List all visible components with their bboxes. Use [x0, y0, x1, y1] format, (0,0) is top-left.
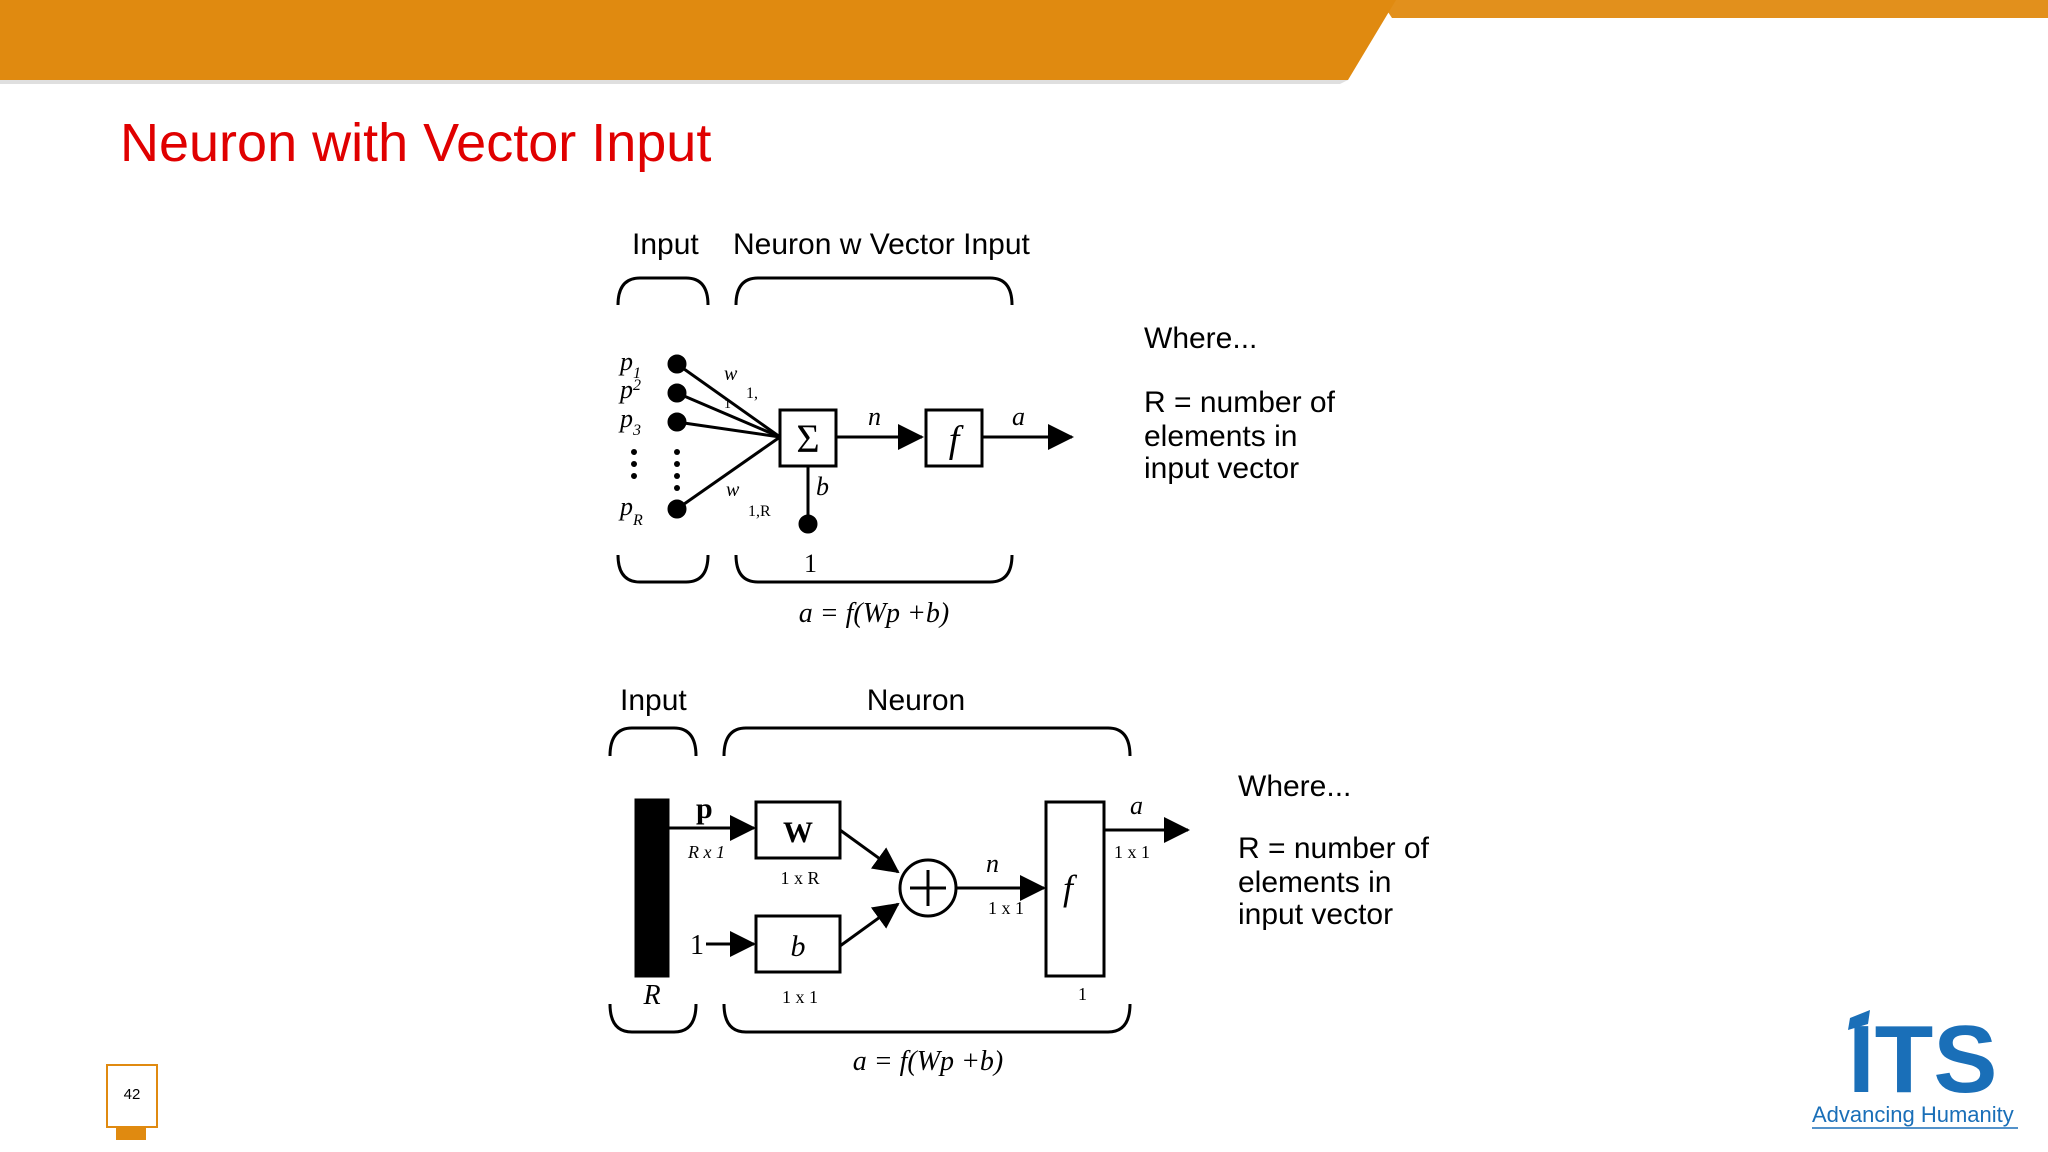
d2-input-size-R: R: [642, 980, 660, 1011]
d1-bias-1: 1: [804, 549, 817, 578]
d2-net-dim: 1 x 1: [988, 898, 1024, 918]
diagram-2-labels: p R x 1 W 1 x R b 1 x 1 1 n 1 x 1 f 1 a …: [642, 770, 1429, 1077]
d1-brace-neuron-top: [734, 276, 1014, 306]
d1-output-a: a: [1012, 402, 1025, 431]
d1-net-n: n: [868, 402, 881, 431]
logo-brand: ITS: [1848, 1006, 1997, 1113]
d1-transfer-f: f: [949, 419, 964, 461]
d2-input-p: p: [696, 792, 713, 825]
d1-weight-top-sub: 1,: [746, 385, 758, 402]
diagram-1-labels: p1 p2 p3 pR w 1, 1 w 1,R Σ f n a b 1 a =…: [618, 322, 1336, 629]
d1-weight-line-2: [676, 391, 781, 439]
d2-transfer-f: f: [1063, 868, 1078, 908]
page-number-box: 42: [106, 1064, 158, 1128]
d1-input-pR: pR: [618, 492, 643, 529]
d2-bias-dim: 1 x 1: [782, 987, 818, 1007]
d1-weight-top-extra: 1: [724, 397, 731, 412]
logo-tagline: Advancing Humanity: [1812, 1102, 2014, 1127]
d1-input-p1: p1: [618, 347, 641, 382]
d2-output-dim: 1 x 1: [1114, 842, 1150, 862]
d1-equation: a = f(Wp +b): [799, 598, 950, 629]
d1-where-line-2: elements in: [1144, 420, 1297, 453]
d2-brace-input-bottom: [608, 1003, 698, 1034]
d2-arrow-W-sum: [839, 828, 900, 874]
d2-label-neuron: Neuron: [867, 684, 965, 717]
d2-where-line-3: input vector: [1238, 898, 1393, 931]
d2-weight-W: W: [783, 816, 813, 849]
header-bar: [0, 0, 2048, 84]
d1-where-line-1: R = number of: [1144, 386, 1336, 419]
d2-bias-b: b: [791, 930, 806, 963]
d2-transfer-box: [1044, 800, 1106, 978]
d1-ellipsis: [631, 449, 680, 491]
header-bar-main: [0, 0, 1396, 80]
d1-brace-input-bottom: [616, 554, 710, 584]
d1-bias-node: [798, 514, 818, 534]
d1-input-p3: p3: [618, 404, 641, 439]
d1-weight-top: w: [724, 363, 738, 385]
d1-weight-line-1: [676, 362, 781, 439]
d1-input-p2: p2: [618, 375, 641, 404]
d2-brace-neuron-bottom: [722, 1003, 1132, 1034]
d1-where-heading: Where...: [1144, 322, 1257, 355]
d1-bias-b: b: [816, 472, 829, 501]
page-number: 42: [123, 1086, 141, 1103]
diagram-2: Input Neuron: [608, 684, 1190, 1034]
d2-bias-input-1: 1: [690, 930, 704, 961]
d2-weight-dim: 1 x R: [780, 868, 819, 888]
d1-weight-line-3: [676, 420, 781, 439]
d1-sum-symbol: Σ: [796, 416, 819, 461]
d1-weight-bottom: w: [726, 479, 740, 501]
d1-weight-bottom-sub: 1,R: [748, 503, 771, 520]
diagram-1: Input Neuron w Vector Input: [616, 228, 1074, 584]
its-logo: ITS Advancing Humanity: [1812, 1006, 2018, 1129]
d2-equation: a = f(Wp +b): [853, 1046, 1004, 1077]
d1-label-neuron: Neuron w Vector Input: [733, 228, 1031, 261]
d1-brace-input-top: [616, 276, 710, 306]
d2-brace-neuron-top: [722, 726, 1132, 757]
d1-label-input: Input: [632, 228, 699, 261]
d2-brace-input-top: [608, 726, 698, 757]
slide-title: Neuron with Vector Input: [120, 113, 712, 173]
d2-label-input: Input: [620, 684, 687, 717]
d2-where-line-1: R = number of: [1238, 832, 1430, 865]
d2-transfer-dim: 1: [1078, 984, 1087, 1004]
d1-brace-neuron-bottom: [734, 554, 1014, 584]
d2-where-heading: Where...: [1238, 770, 1351, 803]
d2-where-line-2: elements in: [1238, 866, 1391, 899]
d2-net-n: n: [986, 849, 999, 878]
d2-input-dim: R x 1: [687, 842, 725, 862]
logo-accent: [1848, 1010, 1870, 1030]
d1-where-line-3: input vector: [1144, 452, 1299, 485]
d2-arrow-b-sum: [839, 902, 900, 948]
d2-output-a: a: [1130, 791, 1143, 820]
d1-weight-line-R: [676, 435, 781, 511]
d2-input-bar: [634, 798, 670, 978]
d2-bias-box: [754, 914, 842, 974]
